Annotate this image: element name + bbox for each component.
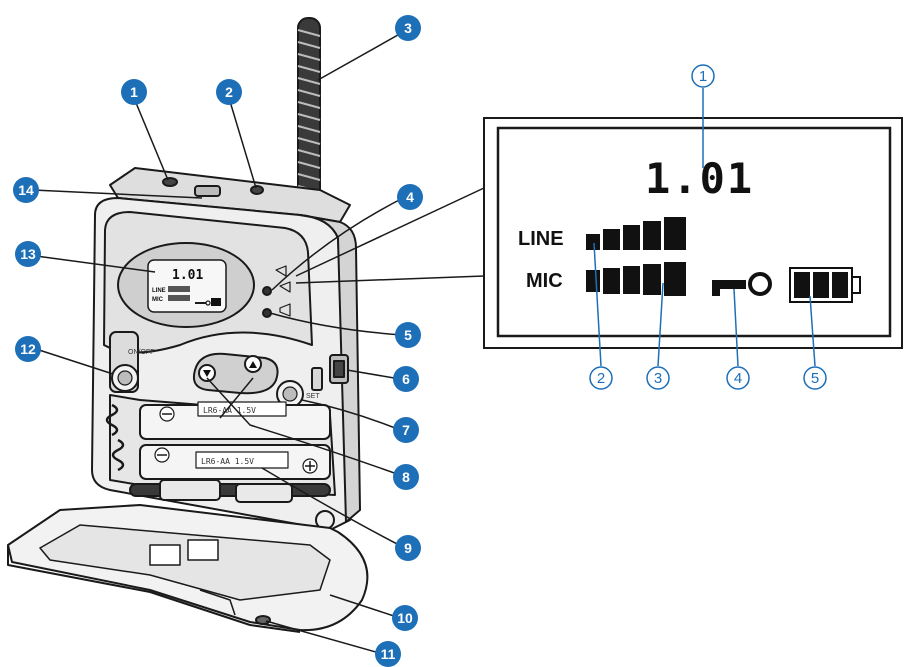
mini-display-line: LINE [152,288,166,294]
on-off-marking: ON/OFF [128,349,154,356]
svg-text:11: 11 [381,646,396,662]
svg-text:14: 14 [18,182,34,198]
battery-lid [7,504,369,633]
bodypack-device: 1.01 LINE MIC [7,17,369,633]
svg-text:4: 4 [406,189,414,205]
callout-14: 14 [13,177,39,203]
zoom-line-top [295,187,485,277]
mini-display-mic: MIC [152,297,164,303]
set-marking: SET [306,393,320,400]
side-socket [311,354,349,391]
svg-text:1: 1 [699,68,707,85]
svg-text:3: 3 [654,370,662,387]
device-display: 1.01 LINE MIC [117,242,255,328]
svg-text:2: 2 [597,370,605,387]
callout-6: 6 [393,366,419,392]
svg-text:8: 8 [402,469,410,485]
callout-10: 10 [392,605,418,631]
callout-2: 2 [216,79,242,105]
svg-text:10: 10 [397,610,413,626]
key-lock-icon [712,272,772,296]
callout-8: 8 [393,464,419,490]
callout-12: 12 [15,336,41,362]
display-zoom: 1.01 LINE MIC [295,117,903,349]
callout-5: 5 [395,322,421,348]
display-callout-2: 2 [589,366,613,390]
svg-text:7: 7 [402,422,410,438]
display-callout-3: 3 [646,366,670,390]
antenna [293,17,325,212]
lid-hinge [129,479,335,530]
up-down-buttons [192,352,279,395]
housing-side [299,214,361,523]
display-channel: 1.01 [645,154,754,203]
device-callout-leaders [32,30,406,655]
svg-text:9: 9 [404,540,412,556]
display-callouts: 1 2 3 4 5 [589,64,827,390]
callout-13: 13 [15,241,41,267]
svg-text:12: 12 [20,341,36,357]
display-callout-4: 4 [726,366,750,390]
callout-9: 9 [395,535,421,561]
battery-compartment: LR6-AA 1.5V LR6-AA 1.5V [105,394,336,496]
svg-text:5: 5 [811,370,819,387]
mini-display-channel: 1.01 [172,268,203,283]
svg-text:2: 2 [225,84,233,100]
on-off-button: ON/OFF [109,331,154,393]
line-level-meter [586,217,686,250]
battery-level-icon [789,267,861,303]
battery-cell-top: LR6-AA 1.5V [139,401,331,440]
display-callout-5: 5 [803,366,827,390]
callout-11: 11 [375,641,401,667]
svg-text:13: 13 [20,246,36,262]
display-callout-1: 1 [691,64,715,88]
device-callouts: 1 2 3 4 5 6 7 8 9 10 11 12 13 14 [13,15,423,667]
svg-text:5: 5 [404,327,412,343]
svg-text:3: 3 [404,20,412,36]
callout-7: 7 [393,417,419,443]
status-leds [262,265,291,318]
svg-text:1: 1 [130,84,138,100]
set-button: SET [276,380,320,408]
svg-text:6: 6 [402,371,410,387]
display-line-label: LINE [518,228,564,250]
display-callout-leaders [593,88,816,367]
cell-label-top: LR6-AA 1.5V [203,406,256,415]
battery-cell-bottom: LR6-AA 1.5V [139,444,331,480]
callout-1: 1 [121,79,147,105]
callout-3: 3 [395,15,421,41]
zoom-line-bottom [295,275,485,284]
callout-4: 4 [397,184,423,210]
svg-text:4: 4 [734,370,742,387]
display-mic-label: MIC [526,270,563,292]
cell-label-bottom: LR6-AA 1.5V [201,457,254,466]
